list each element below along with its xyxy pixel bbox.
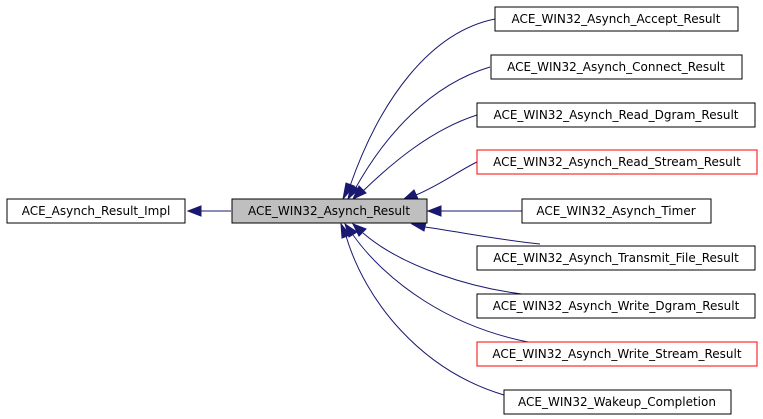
edge-read-stream (415, 161, 478, 196)
node-read-dgram[interactable]: ACE_WIN32_Asynch_Read_Dgram_Result (476, 102, 756, 128)
edge-accept (349, 18, 496, 187)
node-box (521, 198, 712, 224)
arrowhead-timer (426, 205, 442, 217)
node-box (503, 389, 732, 415)
node-box (476, 149, 758, 175)
node-label: ACE_WIN32_Asynch_Result (248, 204, 410, 218)
node-box (490, 54, 743, 80)
node-center[interactable]: ACE_WIN32_Asynch_Result (231, 198, 428, 224)
node-write-dgram[interactable]: ACE_WIN32_Asynch_Write_Dgram_Result (476, 293, 756, 319)
node-label: ACE_WIN32_Asynch_Write_Stream_Result (492, 347, 741, 361)
node-write-stream[interactable]: ACE_WIN32_Asynch_Write_Stream_Result (476, 341, 758, 367)
node-base[interactable]: ACE_Asynch_Result_Impl (6, 198, 186, 224)
edge-wakeup (345, 235, 505, 396)
node-box (476, 293, 756, 319)
node-label: ACE_WIN32_Asynch_Write_Dgram_Result (493, 299, 740, 313)
node-read-stream[interactable]: ACE_WIN32_Asynch_Read_Stream_Result (476, 149, 758, 175)
node-label: ACE_WIN32_Asynch_Read_Dgram_Result (493, 108, 738, 122)
node-box (494, 6, 739, 32)
node-box (231, 198, 428, 224)
node-box (476, 341, 758, 367)
edge-write-dgram (362, 232, 541, 297)
edge-write-stream (352, 234, 541, 345)
node-label: ACE_WIN32_Asynch_Accept_Result (512, 12, 721, 26)
edge-transmit-file (424, 226, 541, 245)
node-label: ACE_WIN32_Asynch_Read_Stream_Result (493, 155, 741, 169)
arrowhead-connect (347, 184, 360, 201)
arrowhead-read-dgram (351, 185, 367, 201)
node-label: ACE_WIN32_Asynch_Connect_Result (507, 60, 725, 74)
node-connect[interactable]: ACE_WIN32_Asynch_Connect_Result (490, 54, 743, 80)
node-label: ACE_WIN32_Asynch_Transmit_File_Result (493, 251, 739, 265)
node-label: ACE_WIN32_Asynch_Timer (536, 204, 695, 218)
arrowhead-write-dgram (351, 223, 367, 237)
node-box (476, 245, 756, 271)
node-label: ACE_Asynch_Result_Impl (22, 204, 171, 218)
node-box (476, 102, 756, 128)
edge-connect (354, 66, 491, 190)
node-timer[interactable]: ACE_WIN32_Asynch_Timer (521, 198, 712, 224)
arrowhead-read-stream (402, 189, 419, 200)
edge-read-dgram (362, 114, 478, 192)
arrowhead-wakeup (340, 222, 351, 239)
node-wakeup[interactable]: ACE_WIN32_Wakeup_Completion (503, 389, 732, 415)
node-box (6, 198, 186, 224)
node-accept[interactable]: ACE_WIN32_Asynch_Accept_Result (494, 6, 739, 32)
node-label: ACE_WIN32_Wakeup_Completion (518, 395, 716, 409)
arrowhead-base (186, 205, 202, 217)
edges (186, 18, 541, 396)
node-transmit-file[interactable]: ACE_WIN32_Asynch_Transmit_File_Result (476, 245, 756, 271)
